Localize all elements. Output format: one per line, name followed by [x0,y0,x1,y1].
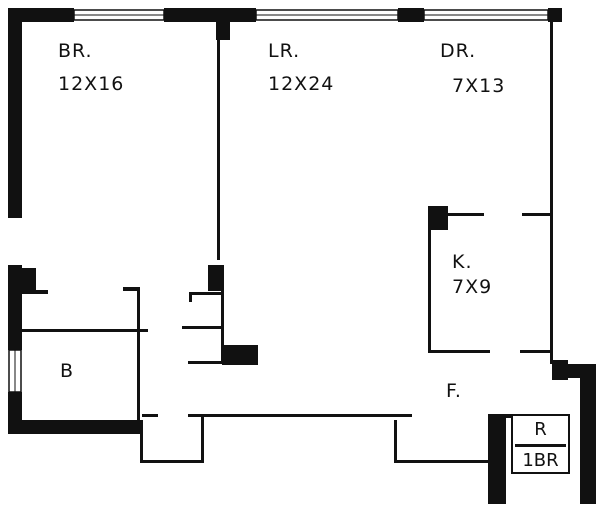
walls [8,8,596,504]
wall-bath-top [22,329,148,332]
wall-bottom-2 [142,414,158,417]
wall-bottom-6 [394,420,397,462]
wall-closet-block [14,268,36,294]
unit-badge-bottom: 1BR [522,450,559,471]
wall-left-upper [8,8,22,218]
wall-closet-vert [137,287,140,420]
wall-right [550,22,553,364]
wall-bottom-9 [488,414,512,418]
wall-top-right [548,8,562,22]
wall-closet-right [123,287,139,291]
living-room-size: 12X24 [268,73,335,95]
bedroom-name: BR. [58,40,93,62]
unit-badge-divider [515,444,566,447]
unit-badge-top: R [534,419,547,440]
wall-br-lr-top [216,14,230,40]
wall-top-mid-left [164,8,256,22]
wall-bottom-1 [188,414,412,417]
wall-kitchen-block [428,206,448,230]
living-room-name: LR. [268,40,301,62]
wall-kitchen-bottom-r [520,350,552,353]
bedroom-size: 12X16 [58,73,125,95]
wall-closet-lip [36,290,48,294]
wall-kitchen-top [448,213,484,216]
wall-right-edge [568,364,582,378]
wall-bottom-7 [394,460,504,463]
wall-bottom-3 [140,420,143,462]
wall-hall-4 [188,361,222,364]
wall-hall-3 [182,326,222,329]
foyer-name: F. [446,380,462,402]
dining-room-name: DR. [440,40,477,62]
windows [8,9,549,393]
wall-br-lr-stub [208,265,224,291]
dining-room-size: 7X13 [452,75,506,97]
bath-name: B [60,360,75,382]
wall-hall-2 [189,292,192,302]
wall-kitchen-top-r [522,213,552,216]
wall-top-left [8,8,74,22]
wall-top-mid [398,8,424,22]
wall-right-block [552,360,568,380]
wall-br-lr-line [217,40,220,260]
unit-badge: R 1BR [511,414,570,474]
kitchen-size: 7X9 [452,276,493,298]
wall-kitchen-bottom [428,350,490,353]
wall-hall-1 [189,292,221,295]
wall-bottom-4 [140,460,204,463]
kitchen-name: K. [452,251,473,273]
wall-bottom-left [8,420,140,434]
wall-kitchen-left [428,230,431,352]
wall-br-lr-lower [221,291,224,363]
wall-hall-block [222,345,258,365]
wall-bottom-8 [488,418,506,504]
wall-bottom-5 [201,416,204,462]
wall-right-lower [580,364,596,504]
